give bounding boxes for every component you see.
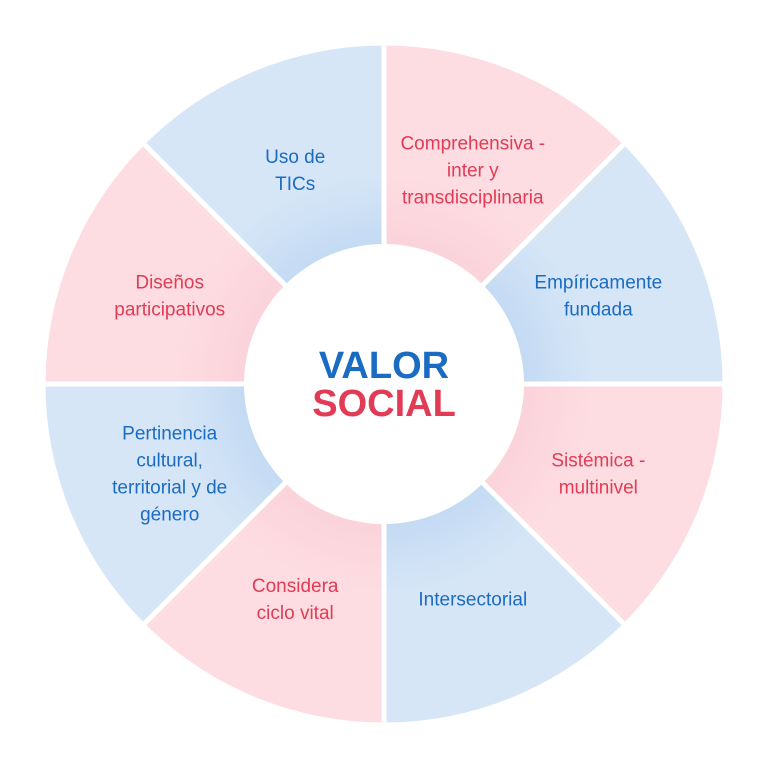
segment-label-line: fundada <box>564 300 633 321</box>
segment-label-line: transdisciplinaria <box>402 188 544 209</box>
segment-label-line: Uso de <box>265 147 325 168</box>
segment-label-1: Comprehensiva - inter y transdisciplinaria <box>400 134 545 209</box>
segment-label-line: Empíricamente <box>534 273 662 294</box>
center-title-social: SOCIAL <box>312 383 456 425</box>
segment-label-5: Considera ciclo vital <box>252 576 339 624</box>
segment-label-8: Uso de TICs <box>265 147 325 195</box>
segment-label-line: Considera <box>252 576 339 597</box>
segment-label-line: Intersectorial <box>418 589 527 610</box>
segment-label-3: Sistémica - multinivel <box>551 450 645 498</box>
segment-label-line: inter y <box>447 161 499 182</box>
segment-label-7: Diseños participativos <box>114 273 225 321</box>
center-circle <box>244 244 524 524</box>
segment-label-2: Empíricamente fundada <box>534 273 662 321</box>
segment-label-line: TICs <box>275 174 315 195</box>
segment-label-line: territorial y de <box>112 477 227 498</box>
center-title-valor: VALOR <box>319 345 449 387</box>
segment-label-line: Sistémica - <box>551 450 645 471</box>
segment-label-line: ciclo vital <box>257 603 334 624</box>
segment-label-line: cultural, <box>136 450 203 471</box>
segment-label-line: Diseños <box>135 273 204 294</box>
segment-label-line: género <box>140 504 199 525</box>
segment-label-line: Comprehensiva - <box>400 134 545 155</box>
segment-label-4: Intersectorial <box>418 589 527 610</box>
segment-label-line: Pertinencia <box>122 423 217 444</box>
segment-label-line: multinivel <box>559 477 638 498</box>
segment-label-6: Pertinencia cultural, territorial y de géne… <box>112 423 227 525</box>
segment-label-line: participativos <box>114 300 225 321</box>
